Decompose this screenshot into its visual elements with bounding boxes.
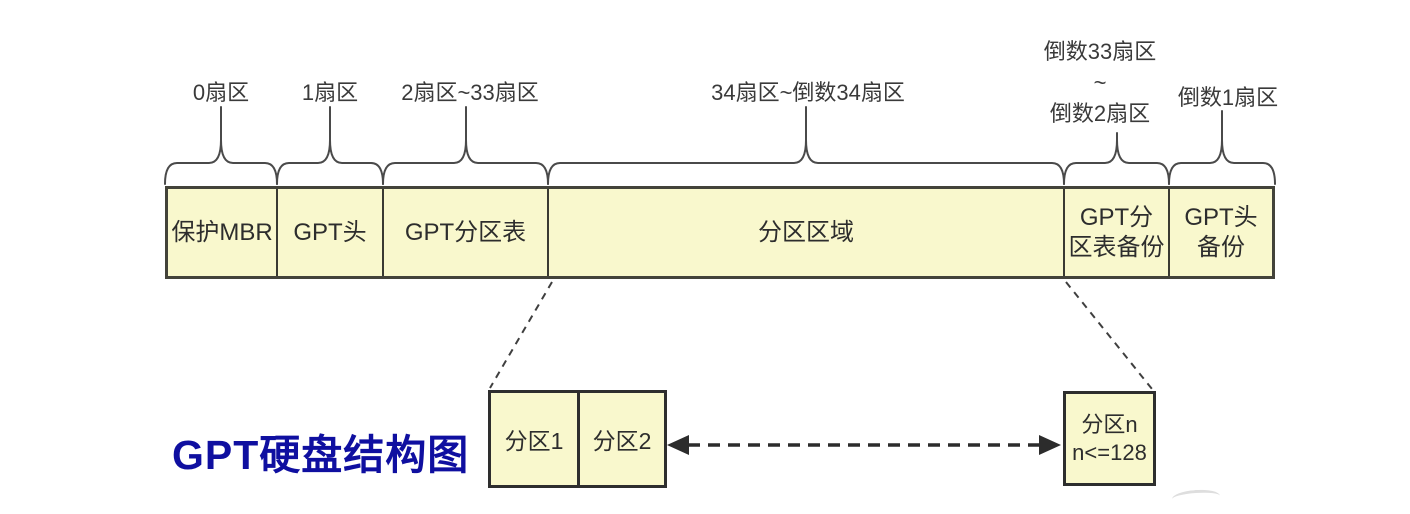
brace-gpt-table-backup <box>1063 139 1170 185</box>
partition-boxes-1-2: 分区1 分区2 <box>488 390 667 488</box>
sector-label-34-to-last34: 34扇区~倒数34扇区 <box>711 80 905 105</box>
sector-label-last33-to-last2: 倒数33扇区 ~ 倒数2扇区 <box>1043 39 1157 126</box>
connector-left-dashed-line <box>489 281 553 389</box>
sector-label-last1: 倒数1扇区 <box>1177 85 1279 110</box>
segment-partition-area: 分区区域 <box>549 189 1065 276</box>
arrow-head-left-icon <box>667 435 689 455</box>
brace-gpt-header-backup <box>1168 139 1276 185</box>
sector-label-2-33: 2扇区~33扇区 <box>401 80 539 105</box>
sector-label-0: 0扇区 <box>192 80 250 105</box>
disk-structure-bar: 保护MBR GPT头 GPT分区表 分区区域 GPT分 区表备份 GPT头 备份 <box>165 186 1275 279</box>
segment-gpt-table-backup: GPT分 区表备份 <box>1065 189 1170 276</box>
segment-gpt-header: GPT头 <box>278 189 384 276</box>
diagram-title: GPT硬盘结构图 <box>172 432 470 478</box>
segment-protective-mbr: 保护MBR <box>168 189 278 276</box>
brace-sector-2-33 <box>382 139 549 185</box>
sector-label-1: 1扇区 <box>301 80 359 105</box>
watermark-smudge <box>1171 488 1221 507</box>
segment-gpt-partition-table: GPT分区表 <box>384 189 549 276</box>
arrow-head-right-icon <box>1039 435 1061 455</box>
partition-2-box: 分区2 <box>592 428 652 454</box>
brace-sector-1 <box>276 139 384 185</box>
segment-gpt-header-backup: GPT头 备份 <box>1170 189 1272 276</box>
brace-partition-area <box>547 139 1065 185</box>
partition-n-box: 分区n n<=128 <box>1063 391 1156 486</box>
brace-sector-0 <box>164 139 278 185</box>
partition-1-box: 分区1 <box>491 393 580 485</box>
connector-right-dashed-line <box>1065 281 1153 390</box>
